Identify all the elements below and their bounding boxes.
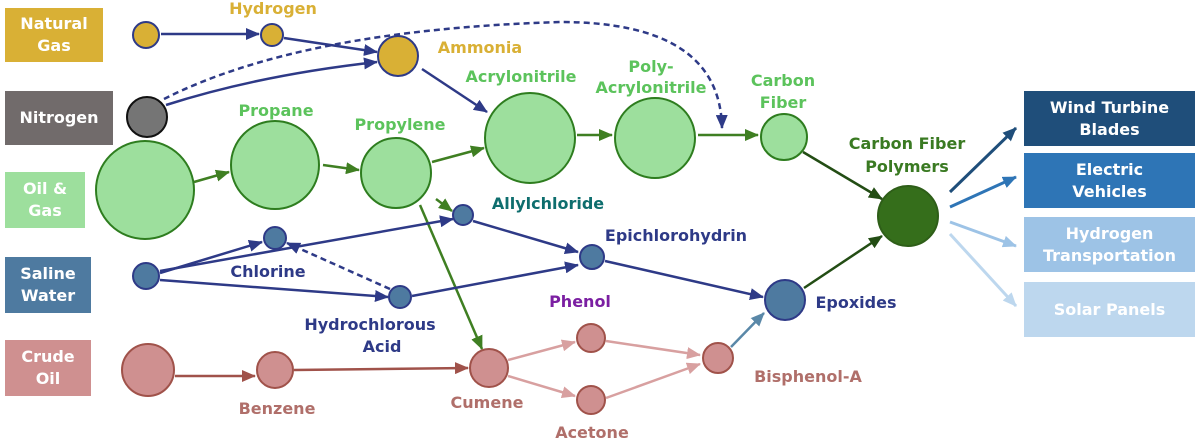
label-poly: Poly- bbox=[628, 57, 673, 76]
label-chlorine: Chlorine bbox=[230, 262, 305, 281]
node-crude-oil bbox=[121, 343, 175, 397]
node-hydrochlorous-acid bbox=[388, 285, 412, 309]
label-phenol: Phenol bbox=[549, 292, 611, 311]
source-saline-water: Saline Water bbox=[5, 257, 91, 313]
arrow bbox=[431, 145, 485, 164]
arrow bbox=[293, 362, 469, 375]
node-labels: Hydrogen Ammonia Propane Propylene Acryl… bbox=[229, 0, 965, 442]
arrow bbox=[418, 204, 484, 350]
arrow bbox=[730, 312, 765, 348]
arrow bbox=[948, 232, 1018, 308]
label-ammonia: Ammonia bbox=[438, 38, 522, 57]
arrow bbox=[803, 234, 883, 290]
label: Solar Panels bbox=[1053, 299, 1166, 319]
label: Saline Water bbox=[20, 264, 76, 305]
arrow-dashed bbox=[286, 241, 391, 291]
arrows bbox=[159, 20, 1018, 400]
arrow bbox=[159, 278, 389, 303]
label-acid: Acid bbox=[363, 337, 402, 356]
label: Electric Vehicles bbox=[1072, 159, 1147, 201]
label-propylene: Propylene bbox=[354, 115, 445, 134]
arrow bbox=[605, 362, 701, 400]
source-crude-oil: Crude Oil bbox=[5, 340, 91, 396]
node-epichlorohydrin bbox=[579, 244, 605, 270]
arrow bbox=[604, 259, 764, 300]
node-chlorine bbox=[263, 226, 287, 250]
node-benzene bbox=[256, 351, 294, 389]
label-epoxides: Epoxides bbox=[815, 293, 896, 312]
node-allylchloride bbox=[452, 204, 474, 226]
label-epichlorohydrin: Epichlorohydrin bbox=[605, 226, 747, 245]
node-carbon-fiber-polymers bbox=[877, 185, 939, 247]
label-acetone: Acetone bbox=[555, 423, 629, 442]
arrow bbox=[949, 220, 1017, 248]
node-saline-water bbox=[132, 262, 160, 290]
label-hydrochlorous: Hydrochlorous bbox=[304, 315, 435, 334]
arrow bbox=[948, 126, 1018, 194]
arrow bbox=[193, 169, 230, 184]
node-cumene bbox=[469, 348, 509, 388]
app-hydrogen-transportation: Hydrogen Transportation bbox=[1024, 217, 1195, 272]
node-hydrogen bbox=[260, 23, 284, 47]
label: Nitrogen bbox=[19, 108, 99, 127]
label: Wind Turbine Blades bbox=[1049, 97, 1170, 139]
node-nitrogen bbox=[126, 96, 168, 138]
app-wind-turbine-blades: Wind Turbine Blades bbox=[1024, 91, 1195, 146]
label-propane: Propane bbox=[238, 101, 313, 120]
arrow bbox=[165, 57, 378, 107]
arrow bbox=[159, 240, 263, 275]
node-propylene bbox=[360, 137, 432, 209]
node-propane bbox=[230, 120, 320, 210]
arrow bbox=[159, 215, 454, 273]
label: Crude Oil bbox=[21, 347, 75, 388]
node-phenol bbox=[576, 323, 606, 353]
label-acrylonitrile: Acrylonitrile bbox=[466, 67, 577, 86]
node-carbon-fiber bbox=[760, 113, 808, 161]
node-polyacrylonitrile bbox=[614, 97, 696, 179]
label-carbon-fiber: Carbon Fiber bbox=[849, 134, 966, 153]
arrow bbox=[472, 219, 579, 255]
arrow bbox=[435, 198, 453, 212]
node-ammonia bbox=[377, 35, 419, 77]
node-acetone bbox=[576, 385, 606, 415]
app-solar-panels: Solar Panels bbox=[1024, 282, 1195, 337]
label-acrylonitrile-2: Acrylonitrile bbox=[596, 78, 707, 97]
label-fiber: Fiber bbox=[760, 93, 807, 112]
label-bisphenol-a: Bisphenol-A bbox=[754, 367, 862, 386]
node-natural-gas bbox=[132, 21, 160, 49]
arrow bbox=[949, 175, 1017, 209]
label: Oil & Gas bbox=[22, 179, 68, 220]
source-nitrogen: Nitrogen bbox=[5, 91, 113, 145]
arrow bbox=[802, 150, 883, 201]
label-benzene: Benzene bbox=[239, 399, 316, 418]
arrow bbox=[507, 339, 576, 362]
label-polymers: Polymers bbox=[865, 157, 949, 176]
node-acrylonitrile bbox=[484, 92, 576, 184]
app-electric-vehicles: Electric Vehicles bbox=[1024, 153, 1195, 208]
label-cumene: Cumene bbox=[451, 393, 524, 412]
arrow-dashed bbox=[163, 20, 728, 129]
node-bisphenol-a bbox=[702, 342, 734, 374]
label: Natural Gas bbox=[20, 14, 88, 55]
label-allylchloride: Allylchloride bbox=[492, 194, 604, 213]
label: Hydrogen Transportation bbox=[1042, 223, 1177, 265]
arrow bbox=[605, 339, 701, 360]
label-carbon: Carbon bbox=[751, 71, 815, 90]
label-hydrogen: Hydrogen bbox=[229, 0, 317, 18]
node-epoxides bbox=[764, 279, 806, 321]
arrow bbox=[322, 162, 360, 175]
source-oil-gas: Oil & Gas bbox=[5, 172, 85, 228]
arrow bbox=[421, 67, 488, 114]
arrow bbox=[507, 374, 576, 399]
nodes bbox=[95, 21, 939, 415]
arrow bbox=[411, 261, 579, 298]
node-oil-gas bbox=[95, 140, 195, 240]
source-natural-gas: Natural Gas bbox=[5, 8, 103, 62]
